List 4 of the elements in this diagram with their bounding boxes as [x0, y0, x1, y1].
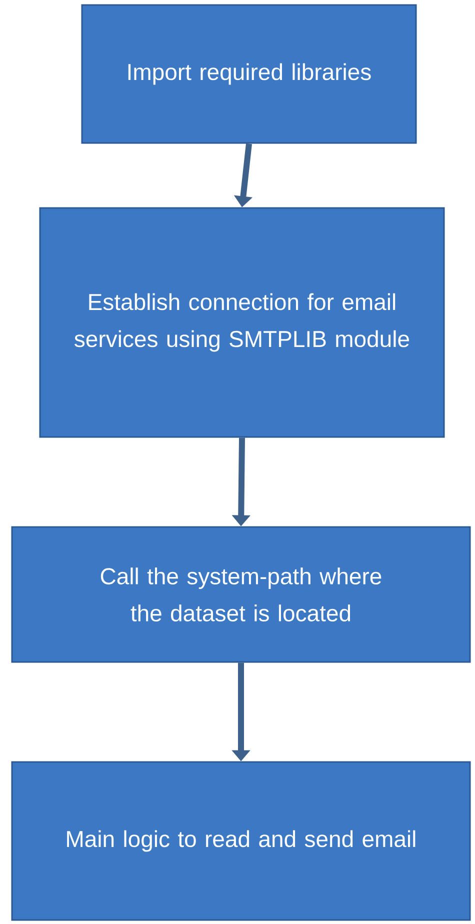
process-box: Main logic to read and send email	[11, 761, 471, 921]
process-box: Import required libraries	[81, 4, 417, 144]
process-box: Establish connection for email services using SMTPLIB module	[39, 207, 445, 438]
process-box: Call the system-path where the dataset is located	[11, 526, 471, 663]
